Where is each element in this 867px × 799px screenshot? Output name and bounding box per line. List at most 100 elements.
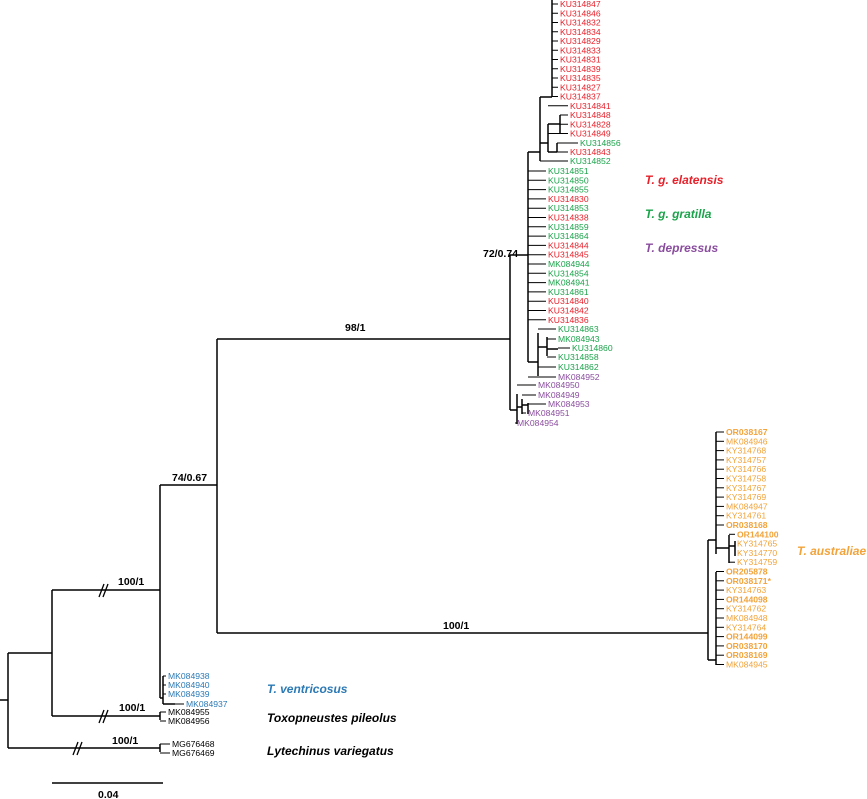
support-australiae: 100/1	[443, 620, 469, 632]
tip-label: MK084950	[538, 380, 580, 390]
tip-label: KU314832	[560, 18, 601, 28]
tip-label: KU314831	[560, 55, 601, 65]
tip-label: KU314864	[548, 231, 589, 241]
tip-label: KY314768	[726, 446, 766, 456]
tip-label: KU314849	[570, 129, 611, 139]
support-tripneustes: 100/1	[118, 576, 144, 588]
tip-label: KU314839	[560, 64, 601, 74]
tip-label: MK084943	[558, 334, 600, 344]
tip-label: MK084946	[726, 436, 768, 446]
tip-label: KY314758	[726, 474, 766, 484]
clade-label-elatensis: T. g. elatensis	[645, 173, 724, 187]
tip-label: KU314828	[570, 119, 611, 129]
tip-label: MK084953	[548, 399, 590, 409]
tip-label: KY314761	[726, 511, 766, 521]
tip-label: KY314765	[737, 539, 777, 549]
tip-label: KU314855	[548, 185, 589, 195]
tip-label: KY314763	[726, 585, 766, 595]
tip-label: KU314838	[548, 213, 589, 223]
tip-label: KU314860	[572, 343, 613, 353]
tip-label: MK084951	[528, 408, 570, 418]
tip-label: MK084937	[186, 699, 228, 709]
clade-label-pileolus: Toxopneustes pileolus	[267, 711, 397, 725]
tip-label: KU314848	[570, 110, 611, 120]
tip-labels: KU314847KU314846KU314832KU314834KU314829…	[168, 0, 779, 758]
support-gratilla-group: 98/1	[345, 322, 366, 334]
tip-label: KU314833	[560, 45, 601, 55]
tip-label: KY314757	[726, 455, 766, 465]
tip-label: KY314764	[726, 622, 766, 632]
tip-label: KU314847	[560, 0, 601, 9]
tip-label: MK084952	[558, 372, 600, 382]
tip-label: MK084940	[168, 680, 210, 690]
support-ingroup: 74/0.67	[172, 472, 207, 484]
tip-label: KY314762	[726, 604, 766, 614]
tip-label: MK084949	[538, 390, 580, 400]
tip-label: MK084939	[168, 689, 210, 699]
tip-label: KU314845	[548, 250, 589, 260]
tip-label: KU314856	[580, 138, 621, 148]
tip-label: KY314770	[737, 548, 777, 558]
tip-label: KY314759	[737, 557, 777, 567]
tip-label: OR038167	[726, 427, 768, 437]
tip-label: KU314861	[548, 287, 589, 297]
support-pileolus: 100/1	[119, 702, 145, 714]
tip-label: KU314843	[570, 147, 611, 157]
clade-label-ventricosus: T. ventricosus	[267, 682, 348, 696]
tip-label: KU314827	[560, 82, 601, 92]
tip-label: KU314836	[548, 315, 589, 325]
axis-break-marks	[72, 583, 109, 756]
clade-label-gratilla: T. g. gratilla	[645, 207, 712, 221]
tip-label: OR205878	[726, 567, 768, 577]
tip-label: KU314834	[560, 27, 601, 37]
tip-label: KU314840	[548, 296, 589, 306]
tip-label: OR038171*	[726, 576, 772, 586]
tip-ticks	[160, 3, 735, 754]
tip-label: KY314767	[726, 483, 766, 493]
tip-label: KU314835	[560, 73, 601, 83]
tip-label: KU314829	[560, 36, 601, 46]
tip-label: KU314830	[548, 194, 589, 204]
tip-label: KU314858	[558, 352, 599, 362]
tip-label: MK084954	[517, 418, 559, 428]
tip-label: MK084948	[726, 613, 768, 623]
tip-label: OR038169	[726, 650, 768, 660]
tip-label: KU314844	[548, 240, 589, 250]
clade-label-depressus: T. depressus	[645, 241, 718, 255]
tip-label: MG676468	[172, 739, 215, 749]
tip-label: KU314842	[548, 306, 589, 316]
tip-label: KU314850	[548, 175, 589, 185]
tip-label: MK084938	[168, 671, 210, 681]
tip-label: MK084947	[726, 501, 768, 511]
tip-label: MK084944	[548, 259, 590, 269]
tip-label: MK084945	[726, 660, 768, 670]
tip-label: KU314863	[558, 324, 599, 334]
tip-label: MK084955	[168, 707, 210, 717]
scale-bar-label: 0.04	[98, 789, 119, 799]
tip-label: KY314766	[726, 464, 766, 474]
tip-label: OR038170	[726, 641, 768, 651]
tip-label: KU314859	[548, 222, 589, 232]
tip-label: KU314852	[570, 156, 611, 166]
tip-label: MG676469	[172, 748, 215, 758]
tip-label: OR144098	[726, 594, 768, 604]
tip-label: KU314846	[560, 8, 601, 18]
tip-label: KU314851	[548, 166, 589, 176]
tip-label: OR144099	[726, 632, 768, 642]
tree-branches	[0, 0, 736, 752]
tip-label: MK084941	[548, 278, 590, 288]
tip-label: KU314854	[548, 268, 589, 278]
tip-label: KU314841	[570, 101, 611, 111]
tip-label: KU314862	[558, 362, 599, 372]
tip-label: KU314837	[560, 92, 601, 102]
tip-label: KY314769	[726, 492, 766, 502]
clade-label-lytechinus: Lytechinus variegatus	[267, 744, 394, 758]
tip-label: KU314853	[548, 203, 589, 213]
tip-label: MK084956	[168, 716, 210, 726]
clade-label-australiae: T. australiae	[797, 544, 866, 558]
support-lytechinus: 100/1	[112, 735, 138, 747]
tip-label: OR144100	[737, 529, 779, 539]
tip-label: OR038168	[726, 520, 768, 530]
support-inner: 72/0.74	[483, 248, 518, 260]
